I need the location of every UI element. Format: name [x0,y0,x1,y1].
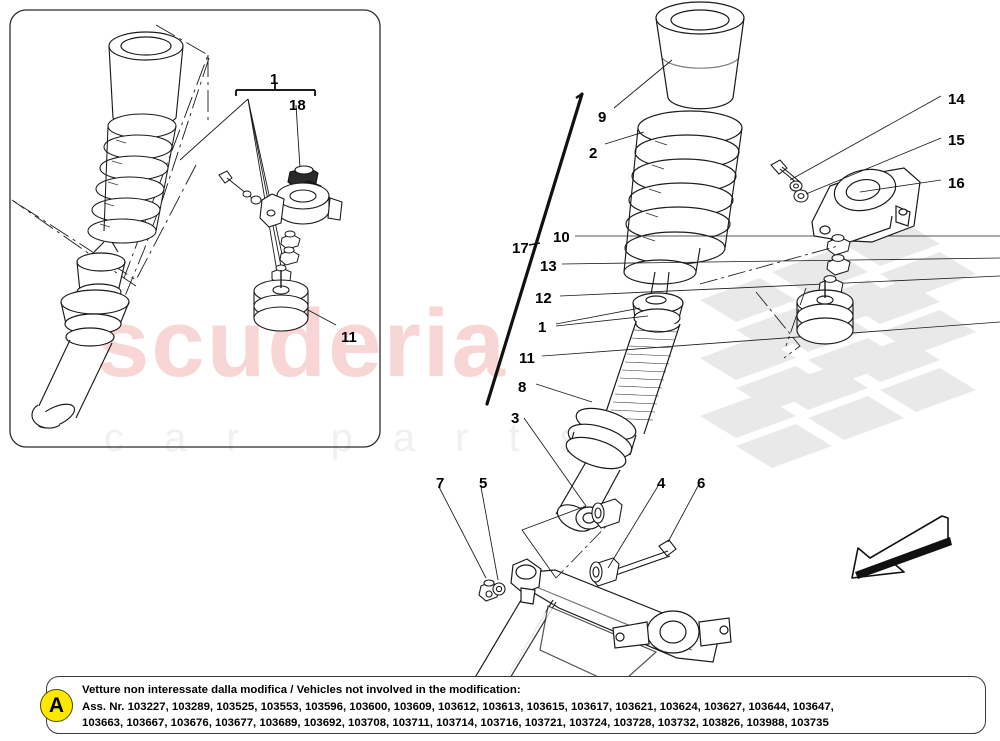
part-16-top-mount [811,167,921,243]
inset-bump-stop [253,270,309,332]
inset-nuts [271,230,301,286]
inset-bolt-washers [218,170,262,205]
callout-inset-1: 1 [270,71,279,88]
part-9-dust-cover [655,1,745,110]
part-right-bump-stop [796,280,854,345]
callout-main-9: 9 [598,109,607,126]
part-5-washer [492,582,506,596]
note-badge-label: A [48,694,65,717]
callout-main-3: 3 [511,410,520,427]
note-box [46,676,986,734]
callout-main-4: 4 [657,475,666,492]
part-2-coil-spring [623,110,743,285]
inset-bracket-1 [235,84,316,96]
part-15-washers [789,180,809,203]
callout-main-1: 1 [538,319,547,336]
callout-main-11: 11 [519,350,535,367]
direction-arrow [851,515,952,579]
main-leaders-left [523,235,1000,507]
main-leaders-right [789,95,942,195]
callout-main-12: 12 [535,290,552,307]
callout-main-8: 8 [518,379,527,396]
inset-panel [9,9,381,448]
callout-main-15: 15 [948,132,965,149]
callout-main-13: 13 [540,258,557,275]
callout-main-17: 17 [512,240,529,257]
note-text: Vetture non interessate dalla modifica /… [82,682,982,732]
main-exploded-view [438,1,1000,727]
callout-main-6: 6 [697,475,706,492]
callout-main-10: 10 [553,229,570,246]
callout-main-2: 2 [589,145,598,162]
note-line-2: 103663, 103667, 103676, 103677, 103689, … [82,717,829,730]
callout-main-16: 16 [948,175,965,192]
note-title: Vetture non interessate dalla modifica /… [82,684,521,696]
part-14-bolt [770,159,801,185]
part-6-bolt [607,539,677,578]
callout-main-5: 5 [479,475,488,492]
callout-main-7: 7 [436,475,445,492]
part-lower-control-arm [447,558,732,727]
callout-inset-18: 18 [289,97,306,114]
callout-main-14: 14 [948,91,965,108]
callout-inset-11: 11 [341,329,357,346]
watermark-secondary: car parts [104,416,620,460]
part-4-bushing [589,557,620,587]
inset-top-mount [259,182,343,228]
main-bracket-17 [485,92,584,406]
inset-shock-assembly [31,31,184,429]
part-damper-body [555,321,681,532]
note-line-1: Ass. Nr. 103227, 103289, 103525, 103553,… [82,700,834,713]
part-3-bushing [591,498,623,529]
note-badge-a: A [40,689,73,722]
